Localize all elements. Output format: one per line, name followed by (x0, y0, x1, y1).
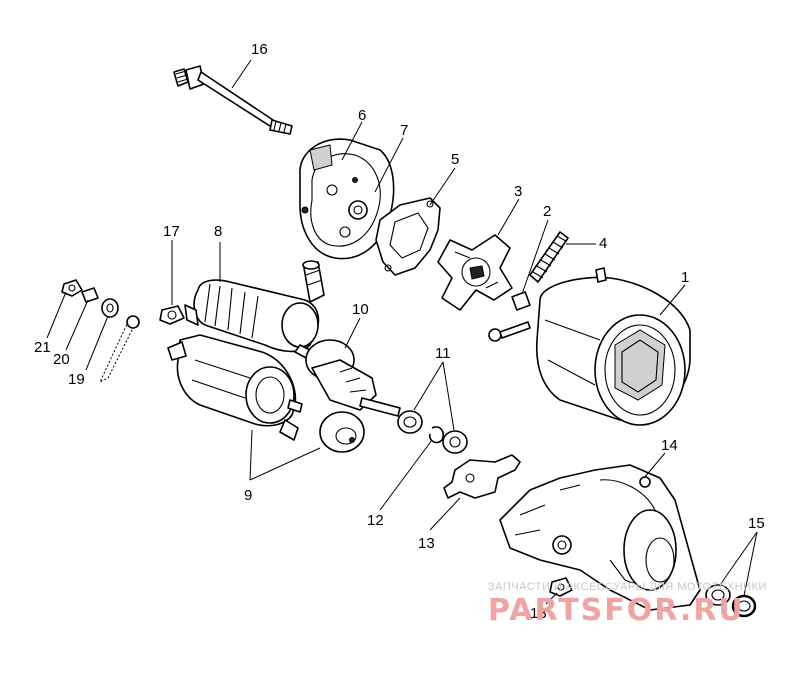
callout-1: 1 (681, 269, 689, 286)
callout-labels: 1 2 3 4 5 6 7 8 9 10 11 12 13 14 15 16 1… (34, 41, 765, 622)
part-7-bush (302, 260, 325, 303)
part-18-nut (549, 577, 573, 597)
callout-12: 12 (367, 512, 384, 529)
part-16-through-bolt (173, 65, 293, 135)
part-5-gasket (375, 197, 441, 276)
part-17-nut (159, 305, 185, 325)
part-6-rear-cover (299, 138, 395, 260)
callout-8: 8 (214, 223, 222, 240)
part-21-nut (61, 279, 83, 297)
watermark-tagline: ЗАПЧАСТИ И АКСЕССУАРЫ ДЛЯ МОТОТЕХНИКИ (488, 581, 767, 593)
part-20-washer (81, 287, 119, 318)
callout-19: 19 (68, 371, 85, 388)
leader-lines (46, 59, 758, 605)
callout-9: 9 (244, 487, 252, 504)
callout-15: 15 (748, 515, 765, 532)
callout-5: 5 (451, 151, 459, 168)
part-11-bush-washer (397, 410, 468, 454)
callout-3: 3 (514, 183, 522, 200)
part-2-brush (511, 291, 531, 311)
part-10-drive-pinion (305, 339, 401, 417)
callout-14: 14 (661, 437, 678, 454)
callout-18: 18 (530, 605, 547, 622)
callout-13: 13 (418, 535, 435, 552)
callout-11: 11 (435, 345, 451, 362)
part-1-screw (488, 321, 531, 342)
callout-10: 10 (352, 301, 369, 318)
callout-6: 6 (358, 107, 366, 124)
callout-2: 2 (543, 203, 551, 220)
callout-7: 7 (400, 122, 408, 139)
part-1-field-housing (535, 267, 691, 426)
callout-21: 21 (34, 339, 51, 356)
watermark: ЗАПЧАСТИ И АКСЕССУАРЫ ДЛЯ МОТОТЕХНИКИ PA… (488, 581, 767, 628)
callout-16: 16 (251, 41, 268, 58)
watermark-brand: PARTSFOR.RU (488, 593, 745, 628)
part-3-brush-plate (437, 234, 513, 311)
part-13-shift-fork (443, 454, 521, 499)
part-14-drive-housing (499, 464, 701, 611)
callout-17: 17 (163, 223, 180, 240)
callout-20: 20 (53, 351, 70, 368)
callout-4: 4 (599, 235, 607, 252)
part-12-circlip (428, 426, 445, 444)
part-19-cable-terminal (98, 315, 140, 384)
part-9-solenoid (167, 334, 365, 453)
part-4-spring (529, 231, 569, 283)
